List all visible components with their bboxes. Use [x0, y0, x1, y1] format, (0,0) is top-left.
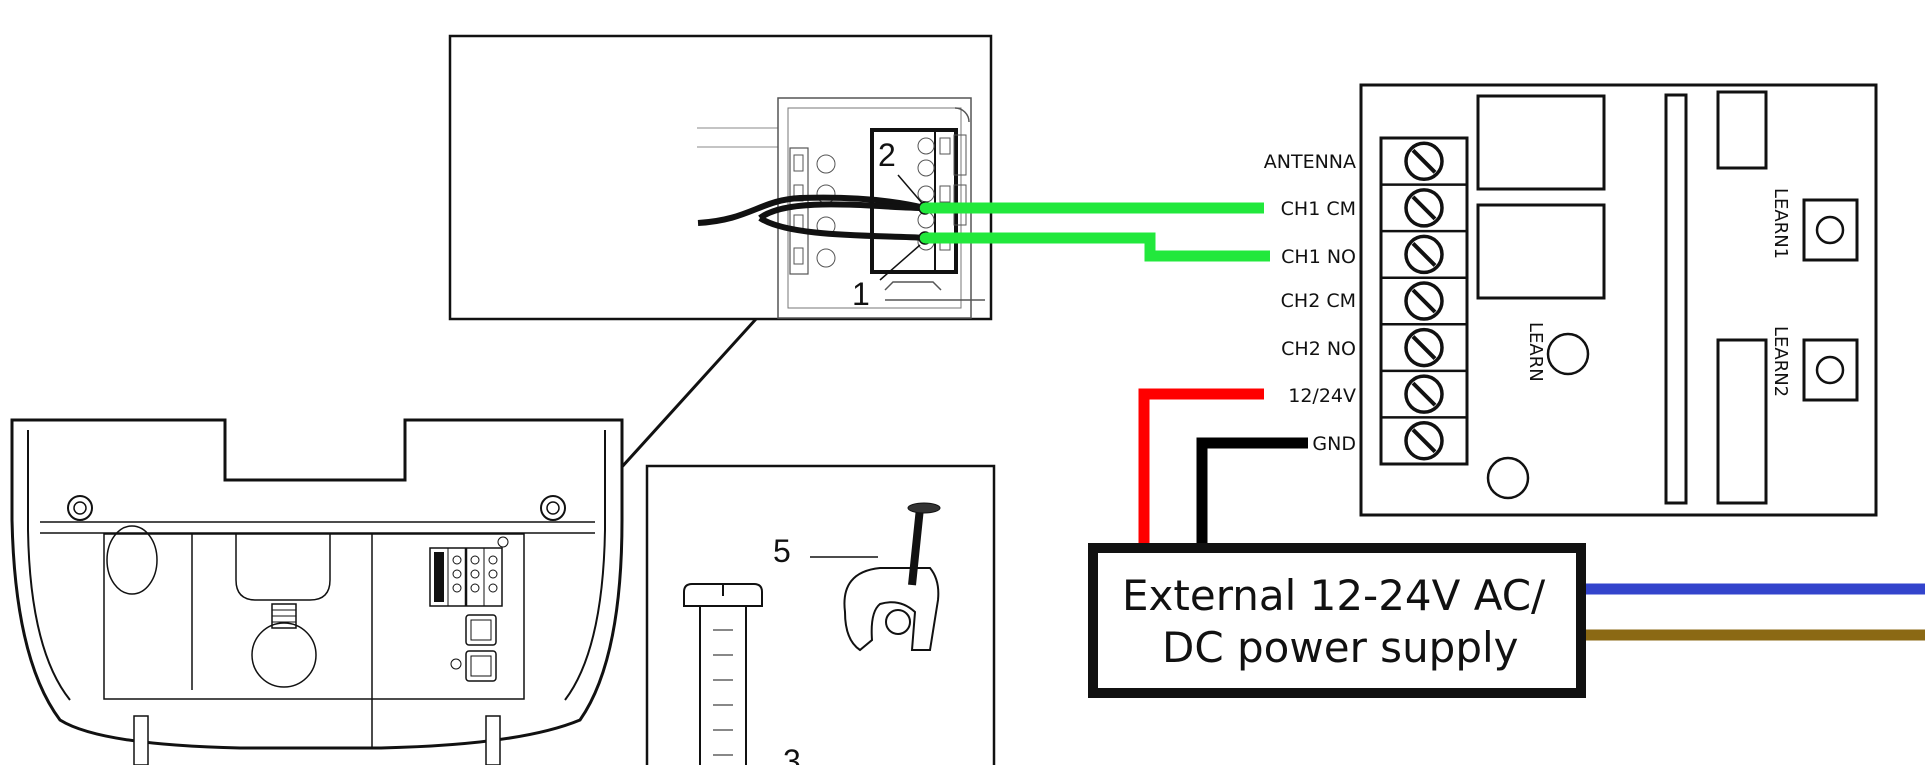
parts-inset: 5 3 — [645, 464, 996, 765]
terminal-label-ch1-no: CH1 NO — [1281, 246, 1356, 268]
psu-label-line2: DC power supply — [1162, 623, 1519, 672]
light-bulb-icon — [251, 603, 317, 688]
opener-unit — [10, 418, 624, 765]
power-wire — [1138, 388, 1264, 545]
power-supply-box: External 12-24V AC/ DC power supply — [1088, 543, 1586, 698]
learn2-button — [1802, 338, 1859, 402]
terminal-label-ch1-cm: CH1 CM — [1281, 198, 1356, 220]
learn-button-icon — [1546, 332, 1590, 376]
terminal-label-ch2-cm: CH2 CM — [1281, 290, 1356, 312]
callout-2: 2 — [878, 137, 896, 173]
relay-board: LEARN LEARN1 LEARN2 — [1359, 83, 1878, 517]
psu-label-line1: External 12-24V AC/ — [1122, 571, 1546, 620]
ch1-no-wire — [925, 232, 1270, 262]
callout-5: 5 — [773, 533, 791, 569]
learn1-label: LEARN1 — [1770, 188, 1791, 259]
cable-clip-icon — [843, 502, 941, 652]
ground-wire — [1196, 437, 1308, 545]
callout-3: 3 — [783, 743, 801, 765]
screw-icon — [683, 583, 763, 765]
terminal-label-power: 12/24V — [1288, 385, 1356, 407]
opener-terminal-block — [429, 536, 509, 682]
learn1-button — [1802, 198, 1859, 262]
terminal-label-antenna: ANTENNA — [1264, 151, 1356, 173]
learn-label: LEARN — [1525, 322, 1546, 382]
terminal-label-ch2-no: CH2 NO — [1281, 338, 1356, 360]
terminal-label-gnd: GND — [1312, 433, 1356, 455]
callout-1: 1 — [852, 276, 870, 312]
learn2-label: LEARN2 — [1770, 326, 1791, 397]
terminal-zoom-inset: 2 1 — [448, 34, 993, 321]
terminal-labels: ANTENNA CH1 CM CH1 NO CH2 CM CH2 NO 12/2… — [1264, 151, 1356, 455]
relay-terminal-block — [1379, 136, 1469, 466]
wires — [925, 202, 1925, 641]
